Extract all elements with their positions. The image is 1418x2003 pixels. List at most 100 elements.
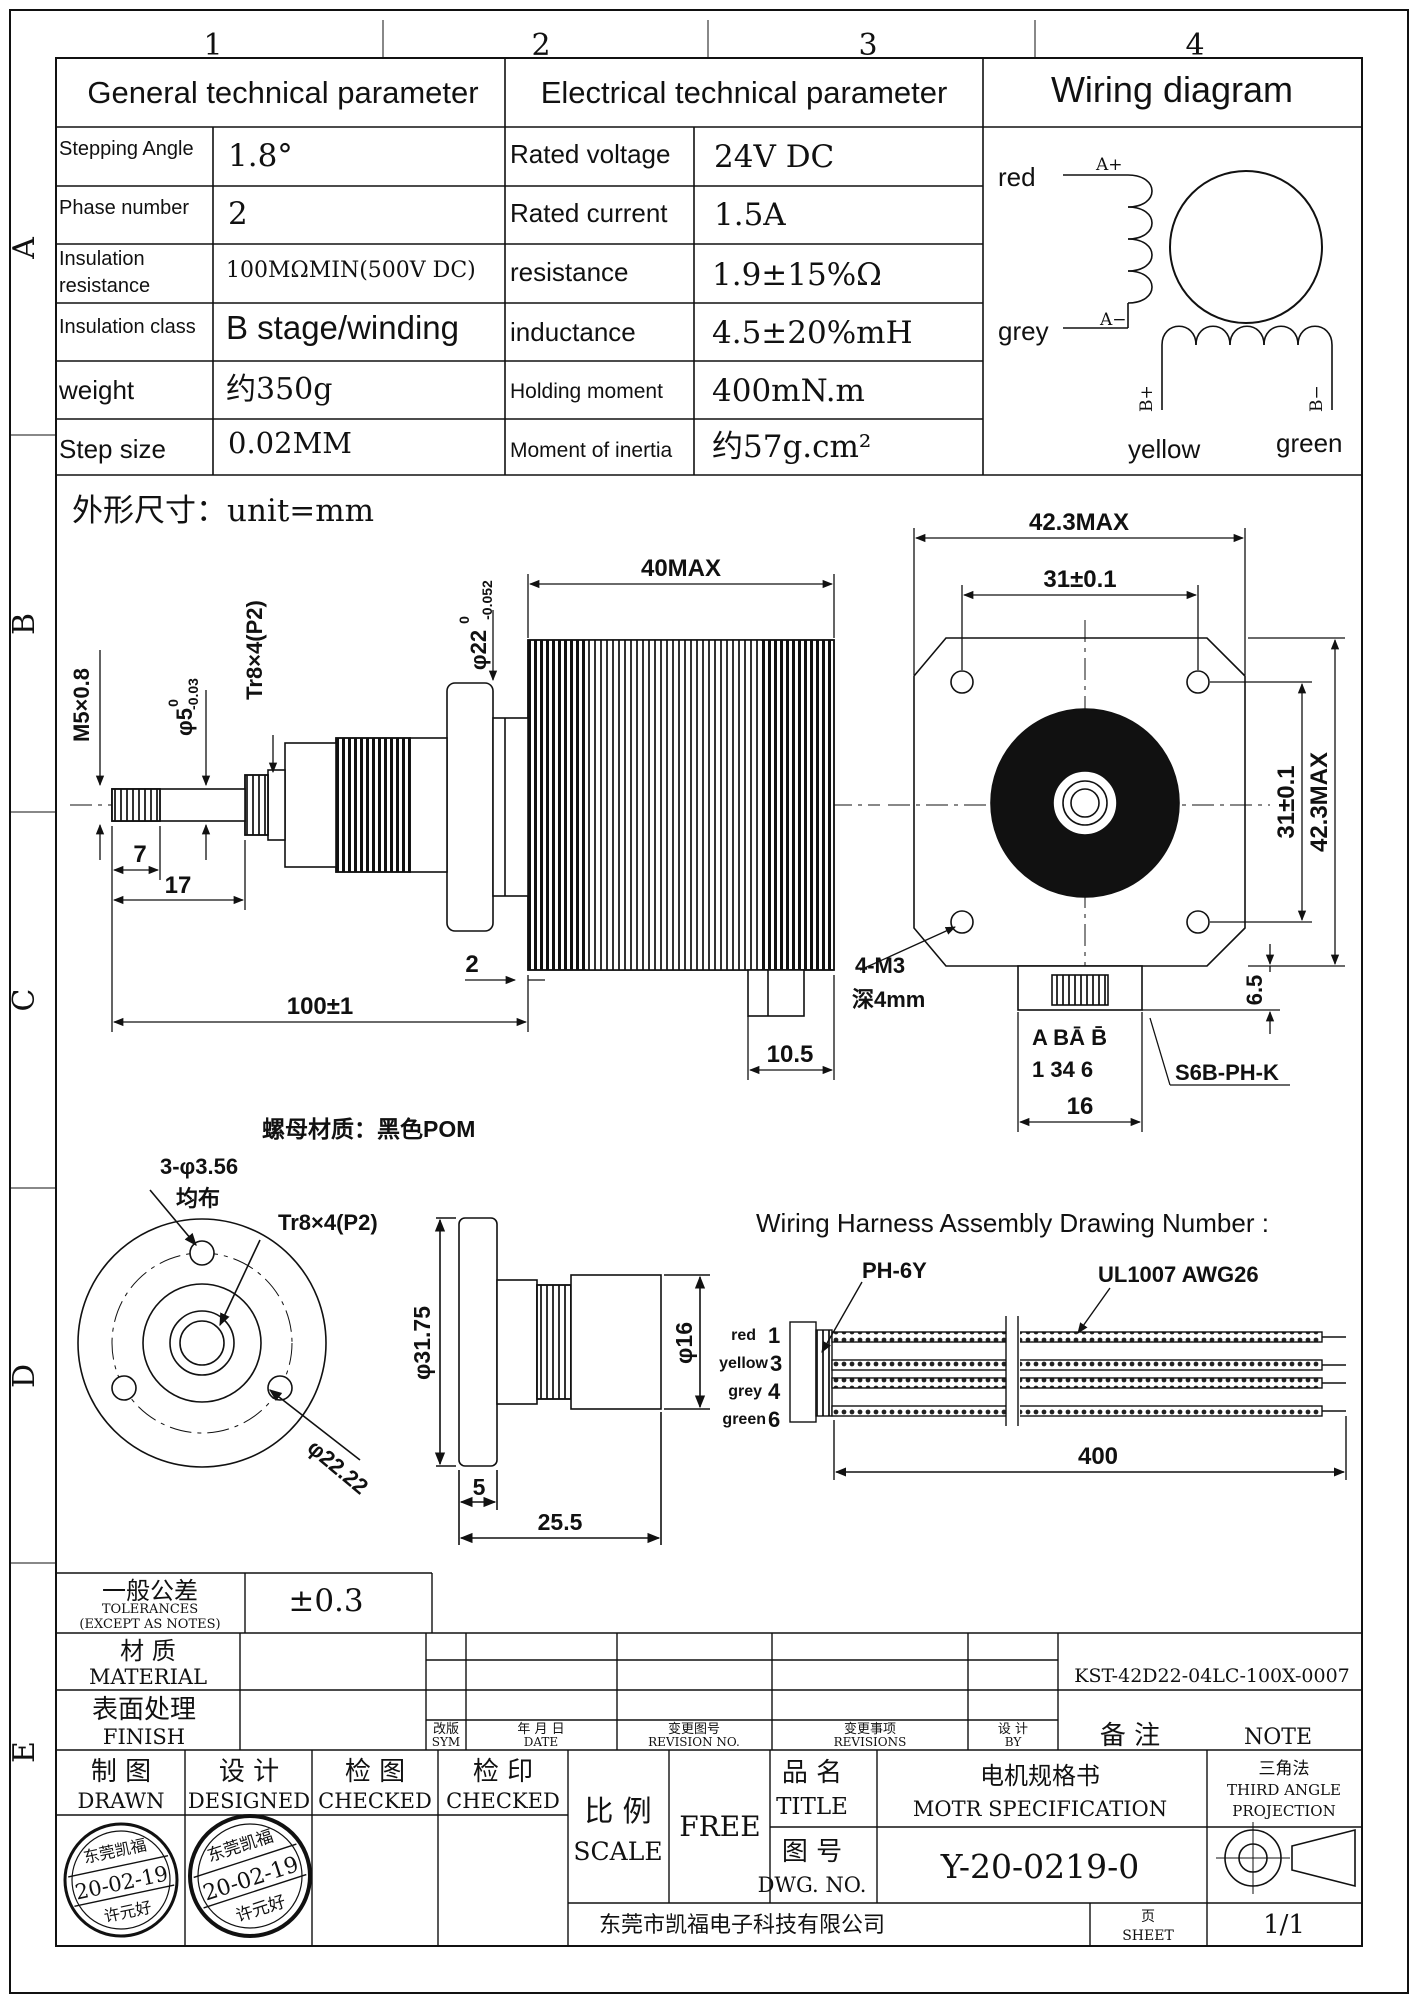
- scale-value: FREE: [679, 1810, 760, 1843]
- wiring-harness: [789, 1281, 1347, 1480]
- scale-cn: 比 例: [584, 1794, 651, 1828]
- general-label-phase-number: Phase number: [59, 197, 189, 219]
- company-name: 东莞市凯福电子科技有限公司: [599, 1913, 885, 1938]
- harness-length: 400: [1078, 1443, 1118, 1470]
- revision-no-en: REVISION NO.: [648, 1735, 740, 1749]
- general-value-insulation-class: B stage/winding: [226, 309, 459, 346]
- tolerance-cn: 一般公差: [102, 1577, 198, 1605]
- revisions-cn: 变更事项: [844, 1721, 896, 1737]
- general-label-step-size: Step size: [59, 434, 166, 464]
- dim-connector-width: 10.5: [767, 1041, 814, 1068]
- harness-title: Wiring Harness Assembly Drawing Number :: [756, 1208, 1269, 1238]
- material-en: MATERIAL: [89, 1665, 207, 1689]
- mount-hole: [950, 670, 974, 694]
- harness-pin-1: 1: [768, 1323, 780, 1348]
- terminal-a-plus: A+: [1095, 155, 1123, 175]
- date-en: DATE: [524, 1735, 558, 1749]
- wire-green: [831, 1405, 1323, 1417]
- general-label-insulation-resistance-1: Insulation: [59, 248, 145, 270]
- harness-pin-6: 6: [768, 1407, 780, 1432]
- dim-frame-size-vertical: 42.3MAX: [1306, 752, 1333, 852]
- motor-side-view: [70, 639, 880, 1017]
- by-cn: 设 计: [998, 1722, 1028, 1737]
- electrical-value-rated-current: 1.5A: [714, 197, 786, 233]
- nut-even: 均布: [176, 1186, 220, 1211]
- electrical-label-moment-of-inertia: Moment of inertia: [510, 439, 673, 462]
- dim-lead-screw: Tr8×4(P2): [242, 600, 267, 700]
- by-en: BY: [1005, 1735, 1023, 1749]
- terminal-a-minus: A−: [1099, 310, 1127, 330]
- scale-en: SCALE: [573, 1837, 662, 1866]
- zone-row-c: C: [7, 989, 42, 1012]
- dim-tip-length: 7: [133, 841, 146, 868]
- nut-pcd: φ22.22: [303, 1435, 373, 1500]
- title-block-text: 一般公差 TOLERANCES (EXCEPT AS NOTES) ±0.3 材…: [78, 1577, 1350, 1944]
- general-value-step-size: 0.02MM: [228, 426, 352, 460]
- dim-thread-end: M5×0.8: [69, 668, 94, 742]
- dim-boss-dia-tol-dn: -0.052: [479, 580, 495, 620]
- harness-wire-red: red: [731, 1327, 756, 1344]
- electrical-label-rated-current: Rated current: [510, 198, 668, 228]
- rev-sym-cn: 改版: [433, 1722, 459, 1737]
- title-value-en: MOTR SPECIFICATION: [913, 1797, 1167, 1821]
- dim-shaft-dia-tol-dn: -0.03: [185, 678, 201, 710]
- general-label-insulation-resistance-2: resistance: [59, 275, 150, 297]
- electrical-label-inductance: inductance: [510, 317, 636, 347]
- dwg-cn: 图 号: [782, 1837, 842, 1867]
- approval-stamp-icon: 东莞凯福 20-02-19 许元好: [188, 1814, 312, 1938]
- dim-boss-dia-tol-up: 0: [456, 616, 472, 624]
- tolerance-en-2: (EXCEPT AS NOTES): [79, 1617, 220, 1632]
- electrical-value-resistance: 1.9±15%Ω: [712, 257, 882, 293]
- nut-flange-thickness: 5: [473, 1474, 486, 1500]
- projection-en-1: THIRD ANGLE: [1227, 1781, 1341, 1799]
- finish-en: FINISH: [103, 1725, 185, 1749]
- sheet-frame: [9, 9, 1409, 1994]
- dwg-en: DWG. NO.: [758, 1873, 867, 1897]
- zone-row-a: A: [7, 237, 42, 260]
- connector-pin-letters: A BĀ B̄: [1032, 1025, 1107, 1050]
- checked-cn: 检 图: [345, 1757, 405, 1787]
- main-dimensions: [95, 528, 1345, 1132]
- spec-table: General technical parameter Electrical t…: [56, 58, 1362, 476]
- date-cn: 年 月 日: [517, 1722, 564, 1737]
- electrical-label-resistance: resistance: [510, 257, 629, 287]
- motor-front-view: [888, 620, 1270, 1011]
- designed-cn: 设 计: [219, 1757, 279, 1787]
- nut-front-view: [77, 1189, 361, 1468]
- title-cn: 品 名: [782, 1758, 842, 1788]
- title-value-cn: 电机规格书: [980, 1762, 1100, 1790]
- boss-flange: [446, 682, 494, 932]
- nut-material: 螺母材质：黑色POM: [262, 1116, 475, 1142]
- general-label-weight: weight: [58, 375, 135, 405]
- finish-cn: 表面处理: [92, 1695, 196, 1725]
- connector-model: S6B-PH-K: [1175, 1060, 1279, 1085]
- nut-body-dia: φ16: [671, 1322, 697, 1364]
- dim-hole-pitch: 31±0.1: [1043, 566, 1116, 593]
- electrical-value-moment-of-inertia: 约57g.cm²: [712, 429, 871, 465]
- zone-row-b: B: [7, 613, 42, 635]
- wire-label-red: red: [998, 162, 1036, 192]
- dim-tip-length-2: 17: [165, 872, 192, 899]
- stamp-company: 东莞凯福: [205, 1827, 276, 1867]
- nut-flange-dia: φ31.75: [409, 1306, 435, 1380]
- harness-pin-4: 4: [768, 1379, 781, 1404]
- drawn-cn: 制 图: [91, 1757, 151, 1787]
- outline-title: 外形尺寸：unit=mm: [72, 493, 374, 529]
- dim-hole-pitch-vertical: 31±0.1: [1273, 765, 1300, 838]
- wire-label-yellow: yellow: [1128, 434, 1200, 464]
- zone-col-2: 2: [531, 28, 550, 63]
- general-value-insulation-resistance: 100MΩMIN(500V DC): [226, 258, 476, 283]
- revisions-en: REVISIONS: [834, 1735, 907, 1749]
- nut-hole: [111, 1375, 137, 1401]
- electrical-label-rated-voltage: Rated voltage: [510, 139, 670, 169]
- drawn-en: DRAWN: [78, 1789, 165, 1813]
- dim-boss-gap: 2: [465, 951, 478, 978]
- nut-side-view: [434, 1217, 710, 1545]
- projection-en-2: PROJECTION: [1232, 1802, 1335, 1820]
- mount-hole: [1186, 670, 1210, 694]
- sheet-en: SHEET: [1122, 1928, 1174, 1944]
- harness-wire-labels: red 1 yellow 3 grey 4 green 6: [719, 1323, 782, 1432]
- wire-red: [831, 1331, 1323, 1343]
- dim-mount-depth: 深4mm: [852, 987, 925, 1012]
